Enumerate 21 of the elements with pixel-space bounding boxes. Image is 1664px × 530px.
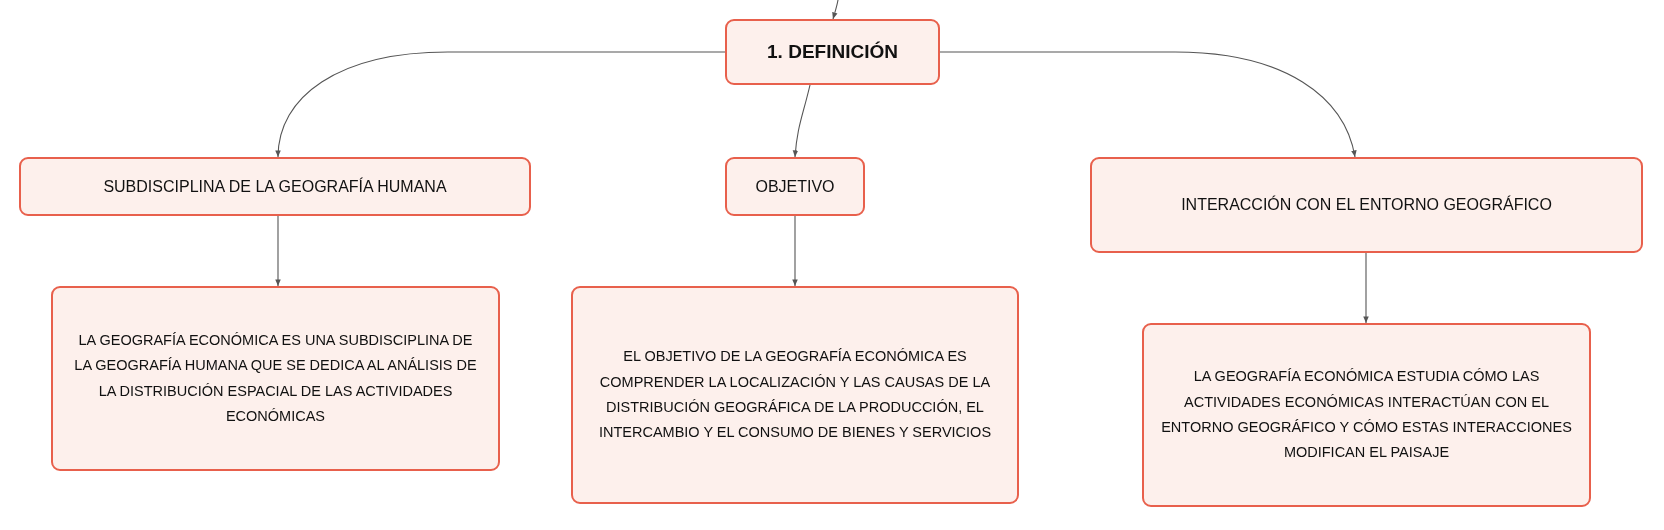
connector-arrow <box>275 51 726 158</box>
node-text: LA GEOGRAFÍA ECONÓMICA ESTUDIA CÓMO LAS ACTIVIDADES ECONÓMICAS INTERACTÚAN CON EL ENTORNO GEOGRÁFICO Y CÓMO ESTAS INTERACCIONES MODIFICAN EL PAISAJE <box>1160 367 1573 463</box>
connector-arrow <box>275 215 281 287</box>
topic-box <box>1090 157 1643 253</box>
description-box <box>51 286 500 471</box>
node-text: EL OBJETIVO DE LA GEOGRAFÍA ECONÓMICA ES COMPRENDER LA LOCALIZACIÓN Y LAS CAUSAS DE LA DISTRIBUCIÓN GEOGRÁFICA DE LA PRODUCCIÓN, EL INTERCAMBIO Y EL CONSUMO DE BIENES Y SERVICIOS <box>597 347 993 443</box>
connector-arrow <box>939 51 1357 158</box>
connector-arrow <box>792 84 811 158</box>
connector-arrow <box>792 215 798 287</box>
description-box <box>1142 323 1591 507</box>
node-text: SUBDISCIPLINA DE LA GEOGRAFÍA HUMANA <box>103 177 447 196</box>
node-text: OBJETIVO <box>755 177 835 196</box>
topic-box <box>19 157 531 216</box>
title-box <box>725 19 940 85</box>
connector-arrow <box>832 0 839 20</box>
node-text: LA GEOGRAFÍA ECONÓMICA ES UNA SUBDISCIPLINA DE LA GEOGRAFÍA HUMANA QUE SE DEDICA AL ANÁLISIS DE LA DISTRIBUCIÓN ESPACIAL DE LAS ACTIVIDADES ECONÓMICAS <box>73 330 478 426</box>
topic-box <box>725 157 865 216</box>
node-text: 1. DEFINICIÓN <box>767 41 898 63</box>
connector-arrow <box>1363 252 1369 324</box>
description-box <box>571 286 1019 504</box>
node-text: INTERACCIÓN CON EL ENTORNO GEOGRÁFICO <box>1181 196 1552 214</box>
